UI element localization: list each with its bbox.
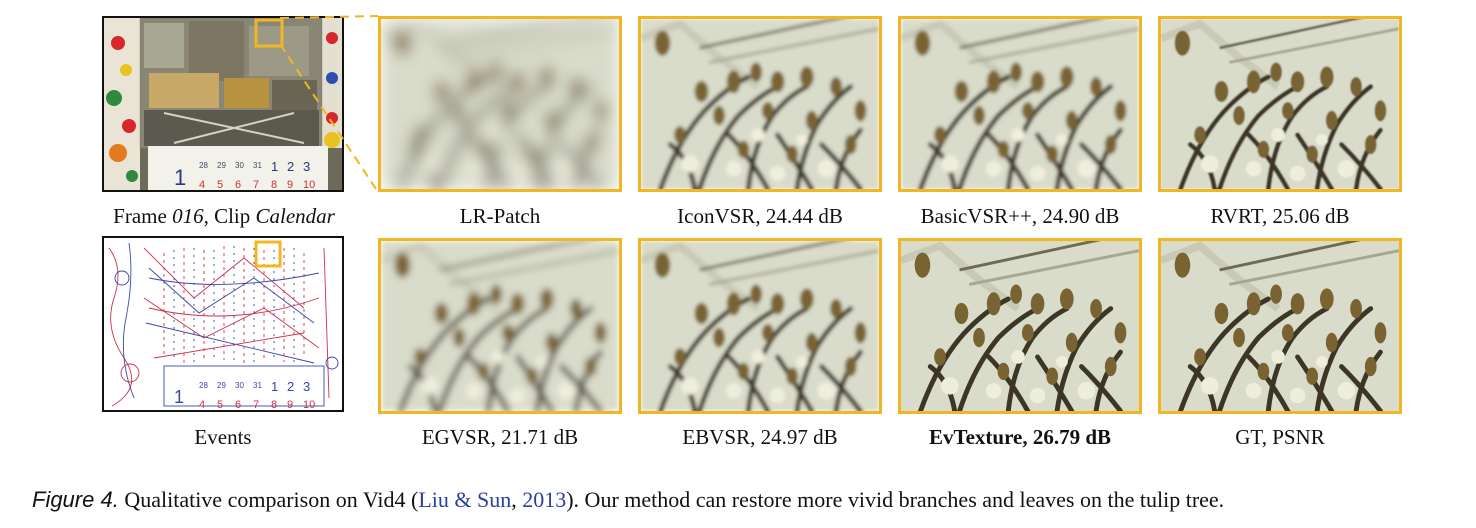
svg-text:9: 9	[287, 179, 293, 190]
zoom-box	[254, 18, 284, 48]
caption-text-after: ). Our method can restore more vivid bra…	[566, 487, 1225, 512]
events-calendar-number: 1	[174, 387, 184, 407]
svg-text:7: 7	[253, 399, 259, 410]
events-calendar-row1-large: 1 2 3	[271, 379, 310, 394]
figure-caption: Figure 4. Qualitative comparison on Vid4…	[32, 487, 1224, 513]
frame-label: Frame 016, Clip Calendar	[113, 204, 335, 228]
figure-label: Figure 4.	[32, 487, 119, 512]
patch-lr	[378, 16, 622, 192]
frame-image: 1 28 29 30 31 1 2 3 4 5 6 7 8 9 10	[104, 18, 342, 190]
patch-rvrt	[1158, 16, 1402, 192]
svg-text:31: 31	[253, 381, 262, 390]
svg-text:31: 31	[253, 161, 262, 170]
svg-text:29: 29	[217, 161, 226, 170]
patch-label-gt: GT, PSNR	[1235, 425, 1325, 449]
patch-gt	[1158, 238, 1402, 414]
patch-evtexture	[898, 238, 1142, 414]
patch-basicvsrpp	[898, 16, 1142, 192]
events-image: 1 28 29 30 31 1 2 3 4 5 6 7 8 9 10	[104, 238, 342, 410]
svg-text:4: 4	[199, 179, 205, 190]
patch-label-evtexture: EvTexture, 26.79 dB	[928, 425, 1112, 449]
svg-text:7: 7	[253, 179, 259, 190]
svg-text:28: 28	[199, 381, 208, 390]
svg-text:5: 5	[217, 179, 223, 190]
svg-text:4: 4	[199, 399, 205, 410]
citation-year-link[interactable]: 2013	[522, 487, 567, 512]
calendar-row1-large: 1 2 3	[271, 159, 310, 174]
calendar-big-number: 1	[174, 165, 186, 190]
citation-author-link[interactable]: Liu & Sun	[418, 487, 512, 512]
svg-text:2: 2	[287, 379, 294, 394]
patch-iconvsr	[638, 16, 882, 192]
patch-ebvsr	[638, 238, 882, 414]
svg-text:30: 30	[235, 381, 244, 390]
patch-label-iconvsr: IconVSR, 24.44 dB	[677, 204, 843, 228]
svg-text:8: 8	[271, 399, 277, 410]
svg-text:3: 3	[303, 159, 310, 174]
patch-label-ebvsr: EBVSR, 24.97 dB	[682, 425, 838, 449]
patch-label-rvrt: RVRT, 25.06 dB	[1210, 204, 1350, 228]
svg-text:9: 9	[287, 399, 293, 410]
svg-text:8: 8	[271, 179, 277, 190]
events-thumbnail: 1 28 29 30 31 1 2 3 4 5 6 7 8 9 10	[102, 236, 344, 412]
svg-text:6: 6	[235, 179, 241, 190]
events-label: Events	[194, 425, 252, 449]
svg-text:5: 5	[217, 399, 223, 410]
svg-text:6: 6	[235, 399, 241, 410]
patch-label-basicvsrpp: BasicVSR++, 24.90 dB	[920, 204, 1120, 228]
svg-text:10: 10	[303, 399, 315, 410]
calendar-row1: 28 29 30 31	[199, 161, 262, 170]
frame-thumbnail: 1 28 29 30 31 1 2 3 4 5 6 7 8 9 10	[102, 16, 344, 192]
svg-text:2: 2	[287, 159, 294, 174]
patch-label-egvsr: EGVSR, 21.71 dB	[421, 425, 579, 449]
svg-text:1: 1	[271, 159, 278, 174]
svg-text:28: 28	[199, 161, 208, 170]
svg-text:29: 29	[217, 381, 226, 390]
events-zoom-box	[254, 240, 282, 268]
patch-label-lr: LR-Patch	[459, 204, 541, 228]
caption-cite-sep: ,	[511, 487, 523, 512]
svg-text:1: 1	[271, 379, 278, 394]
svg-text:10: 10	[303, 179, 315, 190]
caption-text-before: Qualitative comparison on Vid4 (	[118, 487, 419, 512]
patch-egvsr	[378, 238, 622, 414]
svg-text:30: 30	[235, 161, 244, 170]
events-calendar-row2: 4 5 6 7 8 9 10	[199, 399, 315, 410]
events-calendar-row1: 28 29 30 31	[199, 381, 262, 390]
svg-text:3: 3	[303, 379, 310, 394]
